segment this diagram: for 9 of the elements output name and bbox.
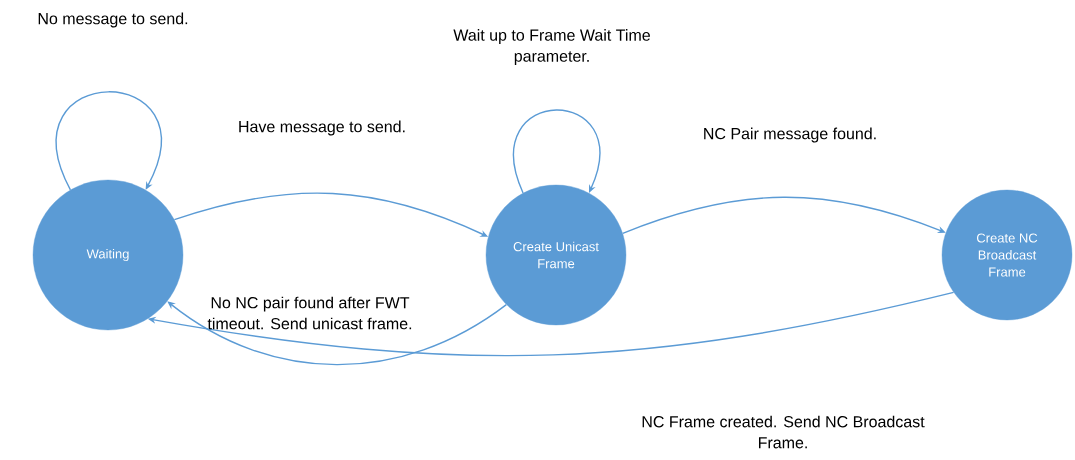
arrow: [513, 109, 600, 194]
arrow: [55, 91, 162, 191]
edge-label: NC Frame created. Send NC Broadcast Frame.: [642, 415, 925, 449]
edge-label: NC Pair message found.: [704, 127, 876, 143]
edge-label: No message to send.: [38, 12, 188, 28]
edge-label: Wait up to Frame Wait Time parameter.: [453, 29, 650, 65]
edge-label: No NC pair found after FWT timeout. Send unicast frame.: [207, 296, 412, 330]
edge-label: Have message to send.: [239, 120, 405, 136]
arrow: [167, 301, 508, 366]
